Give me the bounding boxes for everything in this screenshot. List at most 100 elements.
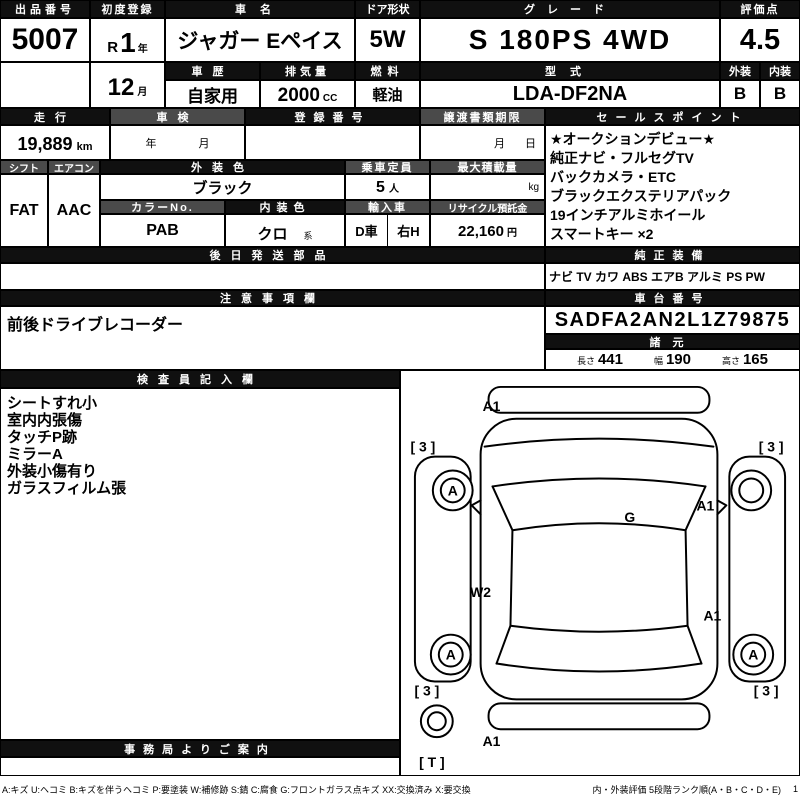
front-bumper-shape bbox=[487, 385, 711, 414]
interior-color-suffix: 系 bbox=[303, 231, 313, 241]
transfer-docs-deadline-value: 月 日 bbox=[420, 125, 545, 160]
model-code-label: 型式 bbox=[420, 62, 720, 80]
mark-rear-left-corner: [ 3 ] bbox=[414, 682, 439, 698]
caution-notes-value: 前後ドライブレコーダー bbox=[0, 306, 545, 370]
recycle-deposit-number: 22,160 bbox=[458, 223, 504, 240]
interior-grade-label: 内装 bbox=[760, 62, 800, 80]
width-label: 幅 bbox=[653, 356, 663, 366]
legend-grade-scale: 内・外装評価 5段階ランク順(A・B・C・D・E) bbox=[592, 784, 781, 795]
mark-right-front-door: A1 bbox=[697, 497, 715, 513]
rear-left-wheel bbox=[429, 633, 472, 676]
sales-points-label: セールスポイント bbox=[545, 108, 800, 125]
rear-right-wheel-rim bbox=[740, 641, 767, 668]
capacity-unit: 人 bbox=[388, 184, 399, 195]
import-label: 輸入車 bbox=[345, 200, 430, 214]
inspection-expiry-value: 年 月 bbox=[110, 125, 245, 160]
specs-label: 諸元 bbox=[545, 334, 800, 349]
max-load-label: 最大積載量 bbox=[430, 160, 545, 174]
fuel-label: 燃料 bbox=[355, 62, 420, 80]
sales-point-line: 19インチアルミホイール bbox=[550, 207, 706, 223]
shift-value: FAT bbox=[0, 174, 48, 247]
history-label: 車歴 bbox=[165, 62, 260, 80]
mileage-value: 19,889 km bbox=[0, 125, 110, 160]
mileage-label: 走行 bbox=[0, 108, 110, 125]
car-name-label: 車名 bbox=[165, 0, 355, 18]
year-unit: 年 bbox=[137, 44, 148, 55]
sales-point-line: 純正ナビ・フルセグTV bbox=[550, 150, 694, 166]
cowl-line bbox=[491, 477, 707, 488]
specs-values: 長さ 441 幅 190 高さ 165 bbox=[545, 349, 800, 370]
recycle-deposit-unit: 円 bbox=[506, 228, 517, 239]
front-left-wheel bbox=[431, 469, 474, 512]
reg-month-value: 12 bbox=[107, 74, 135, 101]
car-damage-diagram: A1 [ 3 ] [ 3 ] A A1 G W2 A1 A A [ 3 ] [ … bbox=[411, 385, 787, 770]
first-registration-label: 初度登録 bbox=[90, 0, 165, 18]
side-mirrors bbox=[470, 499, 728, 516]
fuel-value: 軽油 bbox=[355, 80, 420, 108]
color-number-value: PAB bbox=[100, 214, 225, 247]
first-registration-year: R 1 年 bbox=[90, 18, 165, 62]
right-side-panel bbox=[728, 455, 787, 683]
displacement-label: 排気量 bbox=[260, 62, 355, 80]
door-shape-label: ドア形状 bbox=[355, 0, 420, 18]
inspector-note-line: ガラスフィルム張 bbox=[7, 480, 127, 497]
mark-rear-left-wheel: A bbox=[446, 647, 456, 663]
height-value: 165 bbox=[742, 351, 768, 368]
height-group: 高さ 165 bbox=[722, 351, 768, 368]
mark-spare-tire: [ T ] bbox=[419, 754, 445, 770]
max-load-value: kg bbox=[430, 174, 545, 200]
legend: A:キズ U:ヘコミ B:キズを伴うヘコミ P:要塗装 W:補修跡 S:錆 C:… bbox=[2, 779, 798, 799]
displacement-value: 2000 CC bbox=[260, 80, 355, 108]
office-info-value bbox=[0, 757, 400, 776]
door-shape-value: 5W bbox=[355, 18, 420, 62]
office-info-label: 事務局よりご案内 bbox=[0, 740, 400, 757]
front-left-wheel-rim bbox=[439, 477, 466, 504]
inspector-notes-list: シートすれ小 室内内張傷 タッチP跡 ミラーA 外装小傷有り ガラスフィルム張 bbox=[0, 388, 400, 740]
inspector-note-line: 室内内張傷 bbox=[7, 412, 83, 429]
exterior-grade-value: B bbox=[720, 80, 760, 108]
rear-window-top-line bbox=[509, 624, 689, 633]
mileage-number: 19,889 bbox=[17, 134, 73, 154]
factory-equipment-label: 純正装備 bbox=[545, 247, 800, 263]
factory-equipment-value: ナビ TV カワ ABS エアB アルミ PS PW bbox=[545, 263, 800, 290]
registration-number-label: 登録番号 bbox=[245, 108, 420, 125]
aircon-label: エアコン bbox=[48, 160, 100, 174]
later-shipped-parts-value bbox=[0, 263, 545, 290]
damage-diagram-cell: A1 [ 3 ] [ 3 ] A A1 G W2 A1 A A [ 3 ] [ … bbox=[400, 370, 800, 776]
exterior-color-value: ブラック bbox=[100, 174, 345, 200]
import-value: D車 右H bbox=[345, 214, 430, 247]
inspection-expiry-label: 車検 bbox=[110, 108, 245, 125]
reg-year-value: 1 bbox=[120, 27, 136, 58]
legend-damage-codes: A:キズ U:ヘコミ B:キズを伴うヘコミ P:要塗装 W:補修跡 S:錆 C:… bbox=[2, 784, 471, 795]
car-name-value: ジャガー Eペイス bbox=[165, 18, 355, 62]
rear-window-side-lines bbox=[495, 624, 703, 665]
transfer-day-unit: 日 bbox=[525, 137, 536, 150]
capacity-label: 乗車定員 bbox=[345, 160, 430, 174]
sales-point-line: ブラックエクステリアパック bbox=[550, 188, 732, 204]
inspector-note-line: 外装小傷有り bbox=[7, 463, 98, 480]
recycle-deposit-value: 22,160 円 bbox=[430, 214, 545, 247]
sales-point-line: ★オークションデビュー★ bbox=[550, 131, 716, 147]
left-side-panel bbox=[413, 455, 472, 683]
length-value: 441 bbox=[597, 351, 623, 368]
transfer-month-unit: 月 bbox=[494, 137, 505, 150]
grade-value: S 180PS 4WD bbox=[420, 18, 720, 62]
registration-number-value bbox=[245, 125, 420, 160]
color-number-label: カラーNo. bbox=[100, 200, 225, 214]
front-right-wheel-rim bbox=[738, 477, 765, 504]
displacement-number: 2000 bbox=[277, 85, 320, 106]
mark-rear-right-wheel: A bbox=[748, 647, 758, 663]
rear-bumper-shape bbox=[487, 702, 711, 731]
inspector-note-line: ミラーA bbox=[7, 446, 63, 463]
exterior-color-label: 外装色 bbox=[100, 160, 345, 174]
windshield-side-lines bbox=[491, 485, 707, 532]
sales-point-line: バックカメラ・ETC bbox=[550, 169, 676, 185]
length-group: 長さ 441 bbox=[577, 351, 623, 368]
inspector-notes-label: 検査員記入欄 bbox=[0, 370, 400, 388]
interior-color-value: クロ 系 bbox=[225, 214, 345, 247]
inspector-note-line: タッチP跡 bbox=[7, 429, 78, 446]
width-value: 190 bbox=[665, 351, 691, 368]
mark-front-right-corner: [ 3 ] bbox=[759, 439, 784, 455]
inspection-month-unit: 月 bbox=[198, 137, 210, 150]
